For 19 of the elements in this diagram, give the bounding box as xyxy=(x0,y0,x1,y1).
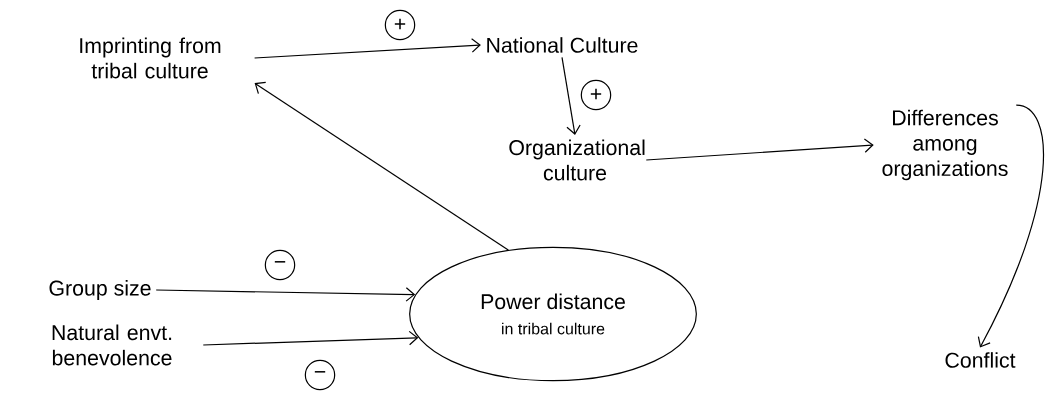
node-text: Imprinting from tribal culture xyxy=(80,37,221,79)
arrow xyxy=(561,56,581,135)
edge-label: − xyxy=(264,249,296,281)
arrow xyxy=(254,81,509,251)
arrow xyxy=(645,138,874,161)
node-text: Organizational culture xyxy=(509,139,645,181)
edge-label: + xyxy=(580,79,612,111)
edge-label: − xyxy=(304,359,336,391)
arrow xyxy=(155,287,416,302)
node-text: Conflict xyxy=(945,352,1016,368)
arrow xyxy=(254,38,481,59)
node-text: Differences among organizations xyxy=(882,109,1008,181)
arrow xyxy=(202,330,419,346)
ellipse-node: Power distance in tribal culture xyxy=(409,246,697,382)
edge-label: + xyxy=(384,9,416,41)
node-text: Natural envt. benevolence xyxy=(52,324,172,366)
arrow xyxy=(977,104,1045,348)
node-text: National Culture xyxy=(487,37,638,53)
node-text: Group size xyxy=(49,280,151,300)
